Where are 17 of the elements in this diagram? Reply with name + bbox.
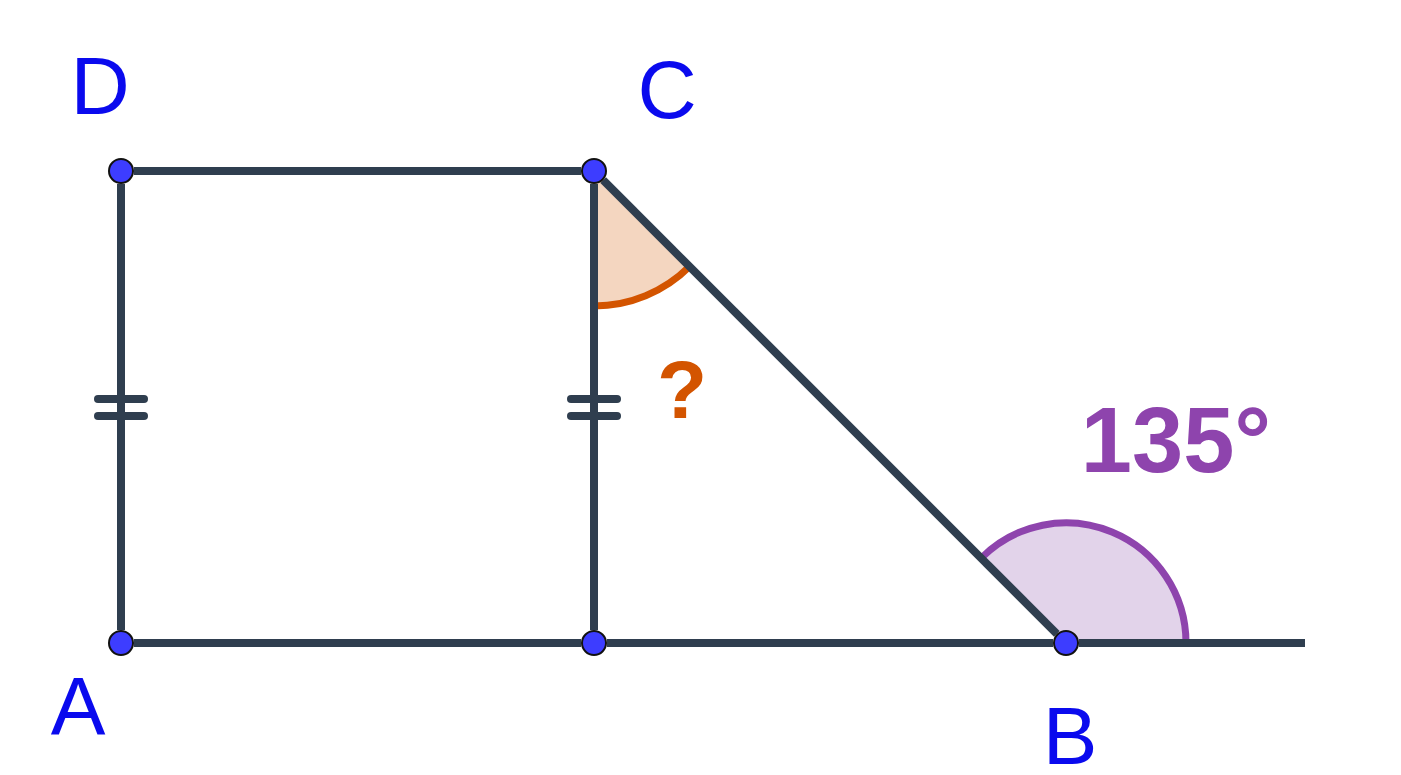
line-segment (600, 177, 1060, 637)
angle-label: 135° (1080, 394, 1272, 486)
line-segment (134, 167, 581, 175)
point-label: B (1042, 695, 1098, 775)
unknown-angle-label: ? (656, 349, 708, 431)
point (108, 630, 134, 656)
line-segment (607, 639, 1053, 647)
point (581, 158, 607, 184)
line-segment (590, 184, 598, 630)
point (1053, 630, 1079, 656)
point-label: C (637, 49, 697, 131)
line-segment (134, 639, 581, 647)
point-label: A (50, 665, 106, 747)
point (581, 630, 607, 656)
point (108, 158, 134, 184)
line-segment (117, 184, 125, 630)
point-label: D (70, 45, 130, 127)
